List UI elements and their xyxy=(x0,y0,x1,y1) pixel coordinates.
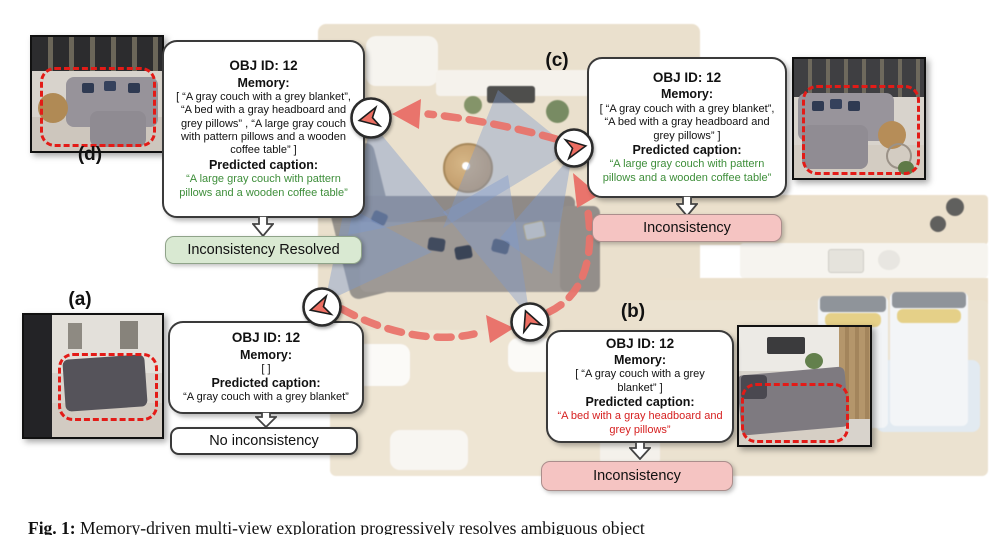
figure-caption-text: Memory-driven multi-view exploration pro… xyxy=(75,518,645,535)
memory-title: Memory: xyxy=(237,75,290,90)
memory-list: [ “A gray couch with a grey blanket”, “A… xyxy=(599,102,775,142)
memory-list: [ ] xyxy=(261,362,271,375)
bed-headboard xyxy=(892,292,966,308)
tv-console xyxy=(487,86,535,103)
status-badge-d: Inconsistency Resolved xyxy=(165,236,362,264)
predicted-caption: “A large gray couch with pattern pillows… xyxy=(179,173,348,199)
photo-pillow xyxy=(82,83,94,93)
photo-door-frame xyxy=(24,315,52,437)
memory-title: Memory: xyxy=(613,353,667,368)
figure-caption-prefix: Fig. 1: xyxy=(28,518,76,535)
object-id: OBJ ID: 12 xyxy=(229,58,298,74)
predicted-caption: “A bed with a gray headboard and grey pi… xyxy=(557,410,723,436)
photo-pillow xyxy=(812,101,824,111)
photo-wall xyxy=(32,37,162,71)
kitchen-sink xyxy=(828,249,864,273)
view-label-d: (d) xyxy=(77,144,103,165)
down-arrow-icon xyxy=(676,196,698,217)
caption-box-c: OBJ ID: 12 Memory: [ “A gray couch with … xyxy=(587,57,787,198)
memory-list: [ “A gray couch with a grey blanket” ] xyxy=(575,368,705,394)
memory-title: Memory: xyxy=(239,347,293,362)
photo-pillow xyxy=(104,81,116,91)
predicted-caption: “A large gray couch with pattern pillows… xyxy=(602,158,772,184)
bed-pillow xyxy=(897,309,961,323)
observation-photo-a xyxy=(22,313,164,439)
plant xyxy=(464,96,482,114)
down-arrow-icon xyxy=(629,442,651,460)
photo-plant xyxy=(805,353,823,369)
photo-window xyxy=(68,323,82,349)
predicted-caption-title: Predicted caption: xyxy=(632,142,742,157)
status-badge-a: No inconsistency xyxy=(170,427,358,455)
kitchen-island xyxy=(366,36,438,86)
status-badge-b: Inconsistency xyxy=(541,461,733,491)
object-id: OBJ ID: 12 xyxy=(231,330,301,346)
object-bbox xyxy=(802,85,920,175)
down-arrow-icon xyxy=(255,412,277,428)
view-label-b: (b) xyxy=(620,301,646,322)
view-label-c: (c) xyxy=(545,50,569,71)
object-id: OBJ ID: 12 xyxy=(652,70,722,85)
view-label-a: (a) xyxy=(68,289,92,310)
kitchen-counter xyxy=(740,243,988,278)
observation-photo-d xyxy=(30,35,164,153)
chair xyxy=(930,216,946,232)
predicted-caption-title: Predicted caption: xyxy=(585,395,695,410)
caption-box-a: OBJ ID: 12 Memory: [ ] Predicted caption… xyxy=(168,321,364,414)
observation-photo-c xyxy=(792,57,926,180)
photo-pillow xyxy=(848,101,860,111)
photo-pillow xyxy=(830,99,842,109)
chair xyxy=(946,198,964,216)
memory-list: [ “A gray couch with a grey blanket”, “A… xyxy=(176,90,351,157)
object-bbox xyxy=(40,67,156,147)
object-bbox xyxy=(58,353,158,421)
predicted-caption-title: Predicted caption: xyxy=(211,376,321,391)
photo-pillow xyxy=(128,83,140,93)
caption-box-b: OBJ ID: 12 Memory: [ “A gray couch with … xyxy=(546,330,734,443)
predicted-caption-title: Predicted caption: xyxy=(208,157,319,172)
coffee-table-cup xyxy=(462,162,470,170)
down-arrow-icon xyxy=(252,216,274,237)
bed-headboard xyxy=(820,296,886,312)
object-bbox xyxy=(741,383,849,443)
memory-title: Memory: xyxy=(660,87,714,102)
photo-side-table xyxy=(38,93,68,123)
photo-tv xyxy=(767,337,805,354)
couch-pillow xyxy=(427,236,446,253)
photo-window xyxy=(120,321,138,349)
kitchen-stove xyxy=(878,250,900,270)
predicted-caption: “A gray couch with a grey blanket” xyxy=(183,391,349,404)
status-badge-c: Inconsistency xyxy=(592,214,782,242)
object-id: OBJ ID: 12 xyxy=(605,335,675,351)
figure-caption: Fig. 1: Memory-driven multi-view explora… xyxy=(28,518,968,535)
bed-pillow xyxy=(825,313,881,327)
caption-box-d: OBJ ID: 12 Memory: [ “A gray couch with … xyxy=(162,40,365,218)
plant xyxy=(546,100,569,123)
observation-photo-b xyxy=(737,325,872,447)
photo-couch-chaise xyxy=(90,111,146,147)
furniture-blob xyxy=(390,430,468,470)
couch-back-cushions xyxy=(360,196,575,222)
